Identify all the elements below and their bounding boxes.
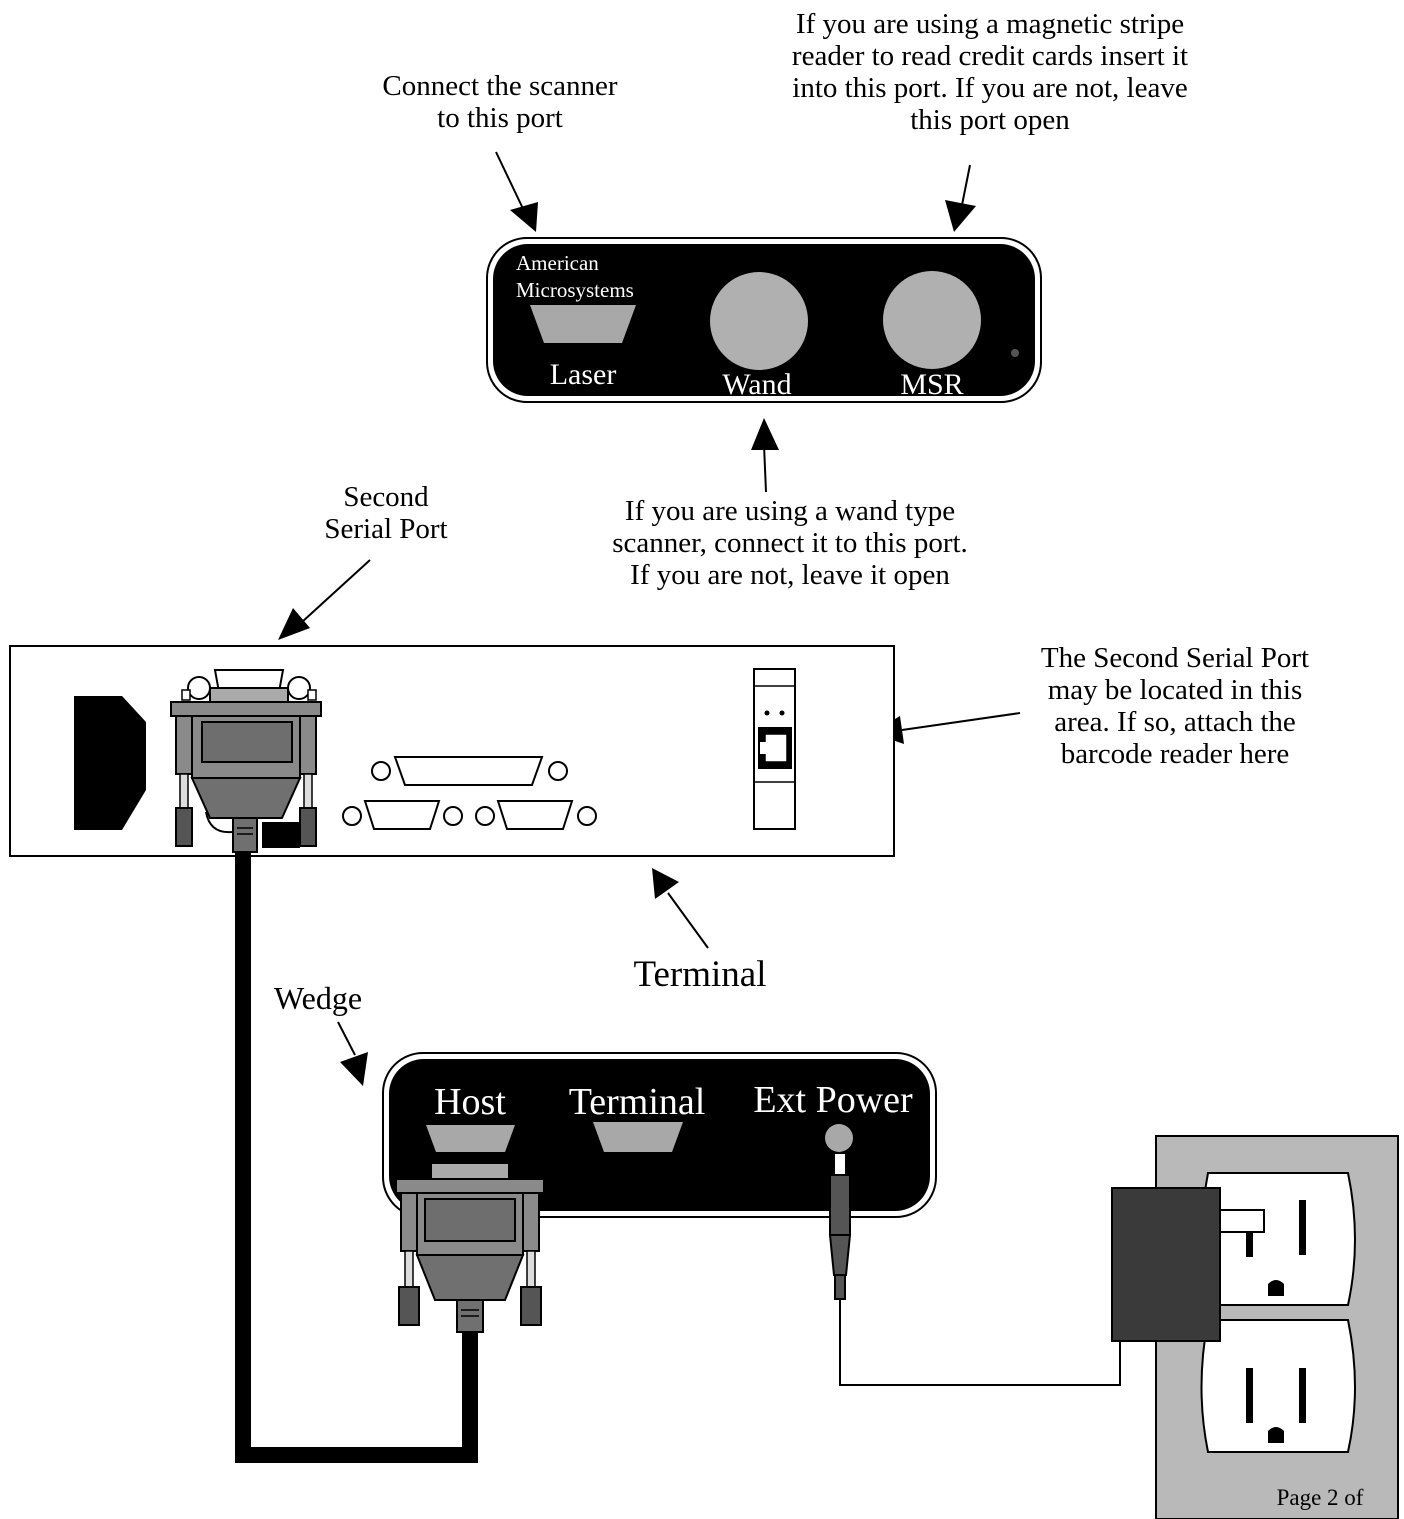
terminal-port (593, 1122, 683, 1152)
brand-line-1: American (516, 251, 599, 275)
terminal-caption: Terminal (633, 954, 767, 995)
ext-power-port-label: Ext Power (753, 1079, 913, 1121)
wand-caption: If you are using a wand type scanner, co… (612, 495, 968, 591)
parallel-port (393, 756, 544, 786)
laser-port (530, 305, 636, 343)
host-connector (395, 1162, 545, 1333)
lower-receptacle (1200, 1319, 1356, 1453)
indicator-led (1011, 349, 1019, 357)
msr-caption: If you are using a magnetic stripe reade… (791, 8, 1189, 136)
ext-power-jack (825, 1124, 853, 1152)
serial-port-b (496, 800, 574, 830)
power-socket (74, 696, 146, 830)
host-port (426, 1125, 515, 1152)
host-port-label: Host (434, 1081, 506, 1123)
terminal-port-label: Terminal (569, 1081, 706, 1123)
serial-port-a (363, 800, 441, 830)
brand-line-2: Microsystems (516, 278, 634, 302)
wand-port (710, 272, 808, 370)
alt-location-caption: The Second Serial Port may be located in… (1040, 642, 1310, 770)
wand-port-label: Wand (722, 368, 791, 401)
callout-arrows (278, 151, 1021, 1086)
serial-cable (235, 852, 478, 1463)
msr-port (883, 271, 981, 369)
serial-port-connector (170, 669, 322, 853)
terminal-back-panel (9, 645, 895, 857)
connect-scanner-caption: Connect the scanner to this port (382, 70, 618, 134)
power-wire (839, 1299, 1121, 1386)
scanner-input-panel: American Microsystems Laser Wand MSR (486, 237, 1042, 403)
second-serial-port-caption: Second Serial Port (324, 481, 448, 545)
laser-port-label: Laser (550, 358, 617, 391)
network-jack (753, 668, 796, 830)
power-plug (828, 1152, 1121, 1386)
page-footer: Page 2 of (1276, 1485, 1364, 1510)
wedge-panel: Host Terminal Ext Power (382, 1052, 937, 1218)
msr-port-label: MSR (900, 368, 963, 401)
power-adapter (1111, 1187, 1221, 1342)
wall-outlet (1111, 1135, 1399, 1519)
wedge-caption: Wedge (273, 980, 363, 1016)
